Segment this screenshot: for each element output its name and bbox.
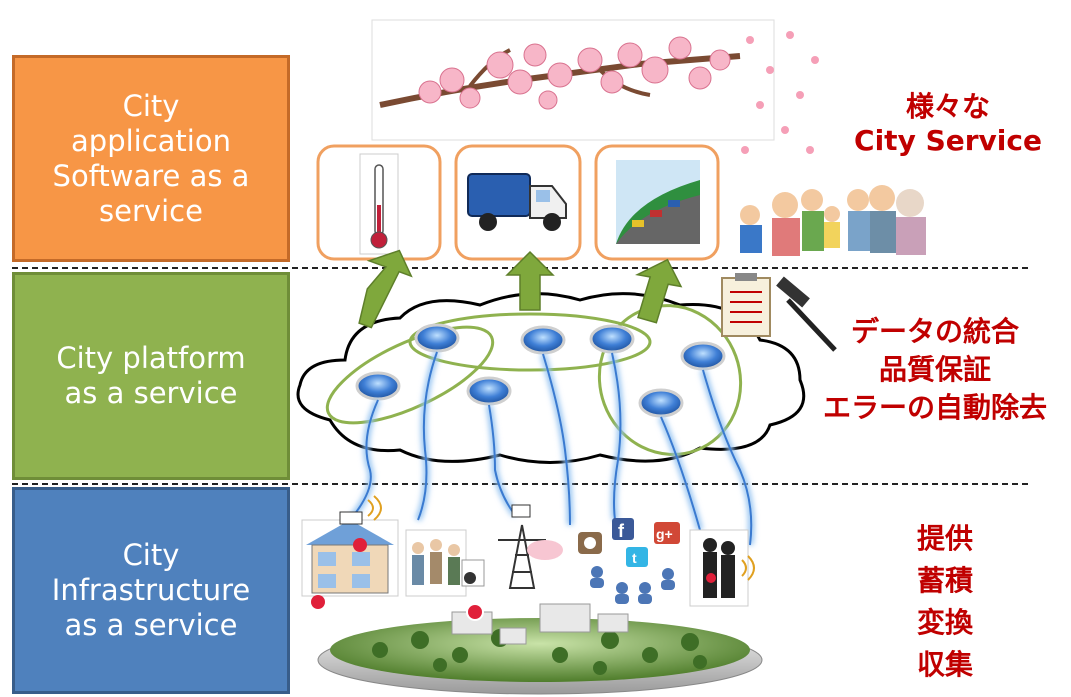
cherry-blossom-icon (371, 19, 819, 154)
social-media-icon: f g+ t (578, 518, 680, 604)
platform-layer-label: City platform as a service (56, 341, 246, 410)
app-layer-annotation: 様々な City Service (854, 90, 1042, 157)
garbage-truck-icon (454, 144, 582, 261)
power-tower-icon (498, 504, 563, 589)
platform-layer-box: City platform as a service (12, 272, 290, 480)
people-icon (405, 529, 485, 597)
clipboard-icon (721, 273, 771, 337)
family-icon (740, 185, 926, 256)
facebook-letter: f (618, 521, 625, 541)
twitter-letter: t (632, 550, 637, 566)
upward-arrows (358, 249, 683, 329)
hammer-icon (776, 276, 837, 352)
city-model-icon (317, 603, 763, 695)
platform-layer-annotation: データの統合 品質保証 エラーの自動除去 (822, 315, 1047, 424)
elderly-couple-icon (689, 529, 755, 607)
infra-layer-annotation: 提供 蓄積 変換 収集 (916, 522, 973, 681)
infra-layer-label: City Infrastructure as a service (51, 538, 251, 642)
google-plus-letter: g+ (656, 526, 673, 542)
data-nodes (355, 323, 726, 418)
app-layer-box: City application Software as a service (12, 55, 290, 262)
traffic-road-icon (594, 144, 720, 261)
house-sensor-icon (301, 495, 399, 609)
thermometer-icon (316, 144, 442, 261)
app-layer-label: City application Software as a service (52, 88, 250, 228)
data-flow-lines-core (349, 351, 753, 546)
infra-layer-box: City Infrastructure as a service (12, 487, 290, 694)
